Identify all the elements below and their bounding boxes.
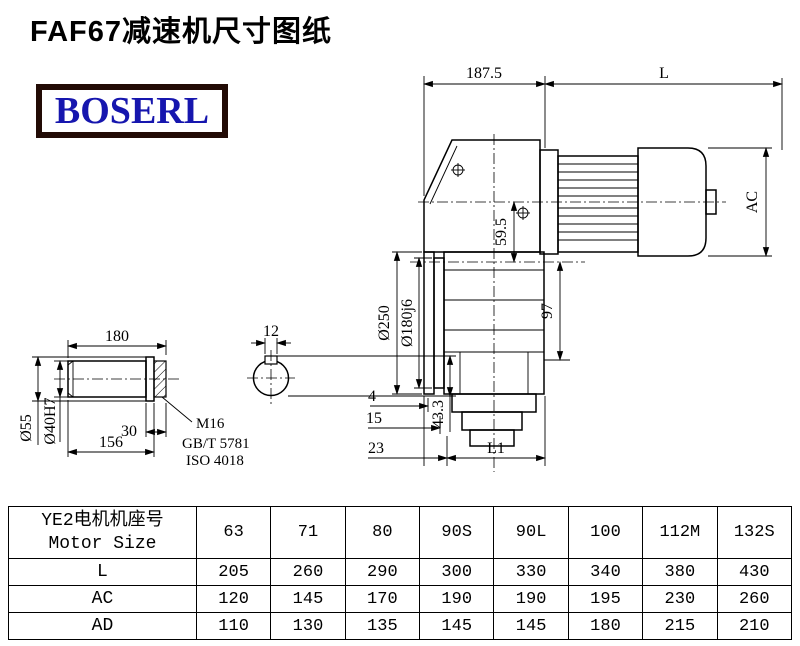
table-row-AC: AC 120 145 170 190 190 195 230 260 bbox=[8, 585, 793, 613]
boserl-logo: BOSERL bbox=[36, 84, 228, 138]
logo-text: BOSERL bbox=[54, 90, 210, 132]
table-cell: 340 bbox=[567, 558, 644, 586]
table-cell: 230 bbox=[642, 585, 718, 613]
upper-housing bbox=[423, 139, 541, 253]
main-view-dimensions: 187.5 L AC 59.5 97 Ø250 Ø180j6 bbox=[277, 65, 783, 466]
dim-label-187-5: 187.5 bbox=[466, 65, 502, 82]
table-cell: 260 bbox=[716, 585, 793, 613]
bolt-marker bbox=[516, 206, 530, 220]
motor-size-header-cell: YE2电机机座号 Motor Size bbox=[8, 506, 197, 559]
table-cell: 135 bbox=[344, 612, 421, 640]
table-cell: 210 bbox=[716, 612, 793, 640]
row-label: AD bbox=[8, 612, 197, 640]
table-cell: 260 bbox=[270, 558, 346, 586]
table-cell: 290 bbox=[344, 558, 421, 586]
dimension-table-wrap: YE2电机机座号 Motor Size 63 71 80 90S 90L 100… bbox=[8, 506, 793, 640]
dimension-table: YE2电机机座号 Motor Size 63 71 80 90S 90L 100… bbox=[8, 506, 793, 640]
table-row-L: L 205 260 290 300 330 340 380 430 bbox=[8, 558, 793, 586]
table-cell: 130 bbox=[270, 612, 346, 640]
table-cell: 145 bbox=[270, 585, 346, 613]
thread-label: M16 bbox=[196, 416, 225, 432]
table-cell: 195 bbox=[567, 585, 644, 613]
table-cell: 430 bbox=[716, 558, 793, 586]
table-cell: 330 bbox=[493, 558, 569, 586]
col-header: 112M bbox=[642, 506, 718, 559]
table-cell: 180 bbox=[567, 612, 644, 640]
col-header: 90L bbox=[493, 506, 569, 559]
dim-label-dia250: Ø250 bbox=[376, 305, 393, 341]
table-cell: 190 bbox=[419, 585, 495, 613]
motor-fins-block bbox=[557, 155, 639, 253]
standard-iso-label: ISO 4018 bbox=[186, 453, 244, 469]
col-header: 100 bbox=[567, 506, 644, 559]
bottom-step-3 bbox=[469, 429, 515, 447]
dim-label-156: 156 bbox=[99, 434, 123, 451]
row-label: L bbox=[8, 558, 197, 586]
motor-body bbox=[637, 147, 707, 257]
header-en: Motor Size bbox=[48, 533, 157, 554]
output-flange bbox=[423, 251, 435, 395]
dim-label-180: 180 bbox=[105, 328, 129, 345]
dim-label-dia180: Ø180j6 bbox=[399, 299, 416, 347]
gearbox-main-view bbox=[410, 134, 726, 472]
dim-label-15: 15 bbox=[366, 410, 382, 427]
row-label: AC bbox=[8, 585, 197, 613]
table-cell: 110 bbox=[195, 612, 272, 640]
table-row-AD: AD 110 130 135 145 145 180 215 210 bbox=[8, 612, 793, 640]
shaft-threaded-end bbox=[153, 360, 167, 398]
table-cell: 380 bbox=[642, 558, 718, 586]
motor bbox=[539, 147, 717, 257]
housing-slant-detail bbox=[429, 145, 458, 205]
col-header: 132S bbox=[716, 506, 793, 559]
table-cell: 300 bbox=[419, 558, 495, 586]
col-header: 90S bbox=[419, 506, 495, 559]
standard-gb-label: GB/T 5781 bbox=[182, 436, 250, 452]
col-header: 71 bbox=[270, 506, 346, 559]
dim-label-23: 23 bbox=[368, 440, 384, 457]
bottom-step-2 bbox=[461, 411, 523, 431]
dim-label-30: 30 bbox=[121, 423, 137, 440]
flange-spigot bbox=[433, 257, 445, 389]
dim-label-L1: L1 bbox=[487, 440, 505, 457]
dim-label-4: 4 bbox=[368, 388, 376, 405]
table-header-row: YE2电机机座号 Motor Size 63 71 80 90S 90L 100… bbox=[8, 506, 793, 559]
dim-label-L: L bbox=[659, 65, 669, 82]
shaft-detail-view: 180 30 156 Ø55 Ø40H7 M16 bbox=[18, 328, 250, 469]
dim-label-AC: AC bbox=[744, 191, 761, 213]
motor-end-cap bbox=[705, 189, 717, 215]
keyway-section-view: 12 bbox=[247, 323, 295, 406]
dim-label-dia55: Ø55 bbox=[18, 414, 35, 442]
dim-label-97: 97 bbox=[539, 303, 556, 319]
dim-label-43-3: 43.3 bbox=[430, 400, 447, 428]
dimension-drawing: 187.5 L AC 59.5 97 Ø250 Ø180j6 bbox=[18, 65, 783, 472]
col-header: 80 bbox=[344, 506, 421, 559]
table-cell: 170 bbox=[344, 585, 421, 613]
page-title: FAF67减速机尺寸图纸 bbox=[30, 16, 333, 48]
table-cell: 120 bbox=[195, 585, 272, 613]
dim-label-12: 12 bbox=[263, 323, 279, 340]
table-cell: 145 bbox=[493, 612, 569, 640]
dim-label-59-5: 59.5 bbox=[493, 218, 510, 246]
table-cell: 145 bbox=[419, 612, 495, 640]
table-cell: 215 bbox=[642, 612, 718, 640]
bolt-marker bbox=[451, 163, 465, 177]
col-header: 63 bbox=[195, 506, 272, 559]
table-cell: 205 bbox=[195, 558, 272, 586]
dim-label-dia40: Ø40H7 bbox=[42, 397, 59, 444]
header-cn: YE2电机机座号 bbox=[41, 511, 164, 531]
table-cell: 190 bbox=[493, 585, 569, 613]
